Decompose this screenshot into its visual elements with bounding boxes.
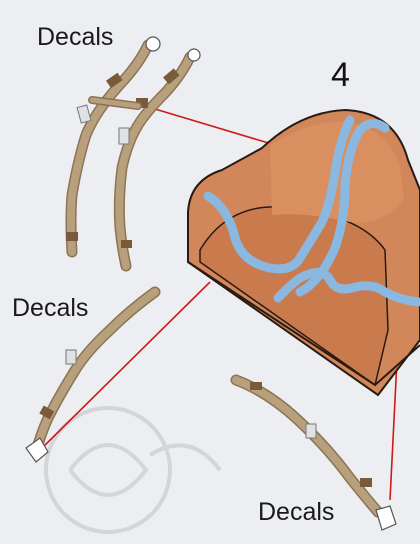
step-number: 4: [331, 58, 350, 92]
decals-label-top-left: Decals: [37, 25, 113, 50]
decal-strap-top-left-a: [66, 37, 160, 252]
watermark-logo: [46, 408, 220, 532]
decals-label-bottom-right: Decals: [258, 500, 334, 525]
decals-label-mid-left: Decals: [12, 296, 88, 321]
